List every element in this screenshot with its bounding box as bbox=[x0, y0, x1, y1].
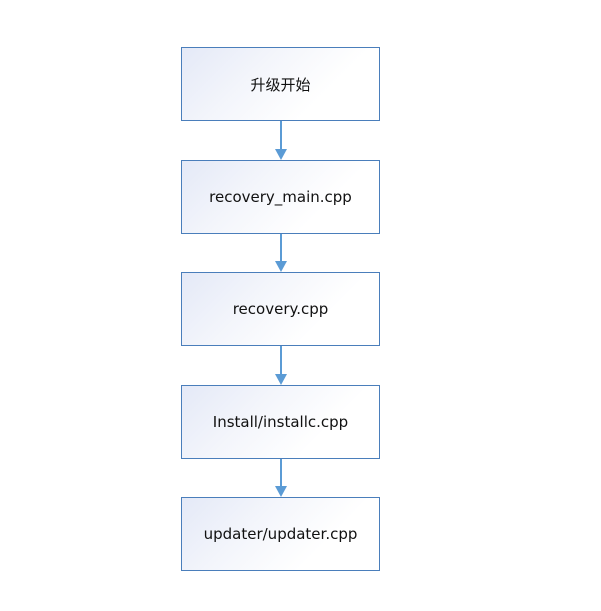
step-updater-cpp: updater/updater.cpp bbox=[181, 497, 380, 571]
arrowhead-3 bbox=[275, 374, 287, 385]
step-upgrade-start: 升级开始 bbox=[181, 47, 380, 121]
step-recovery-main-cpp: recovery_main.cpp bbox=[181, 160, 380, 234]
step-install-cpp: Install/installc.cpp bbox=[181, 385, 380, 459]
connector-1 bbox=[275, 121, 287, 160]
connector-4 bbox=[275, 459, 287, 497]
step-label: Install/installc.cpp bbox=[212, 413, 349, 431]
step-label: recovery_main.cpp bbox=[209, 188, 352, 206]
step-label: updater/updater.cpp bbox=[203, 525, 358, 543]
arrowhead-4 bbox=[275, 486, 287, 497]
step-label: recovery.cpp bbox=[232, 300, 329, 318]
connector-2 bbox=[275, 234, 287, 272]
arrowhead-1 bbox=[275, 149, 287, 160]
step-recovery-cpp: recovery.cpp bbox=[181, 272, 380, 346]
arrowhead-2 bbox=[275, 261, 287, 272]
step-label: 升级开始 bbox=[250, 75, 311, 94]
connector-3 bbox=[275, 346, 287, 385]
